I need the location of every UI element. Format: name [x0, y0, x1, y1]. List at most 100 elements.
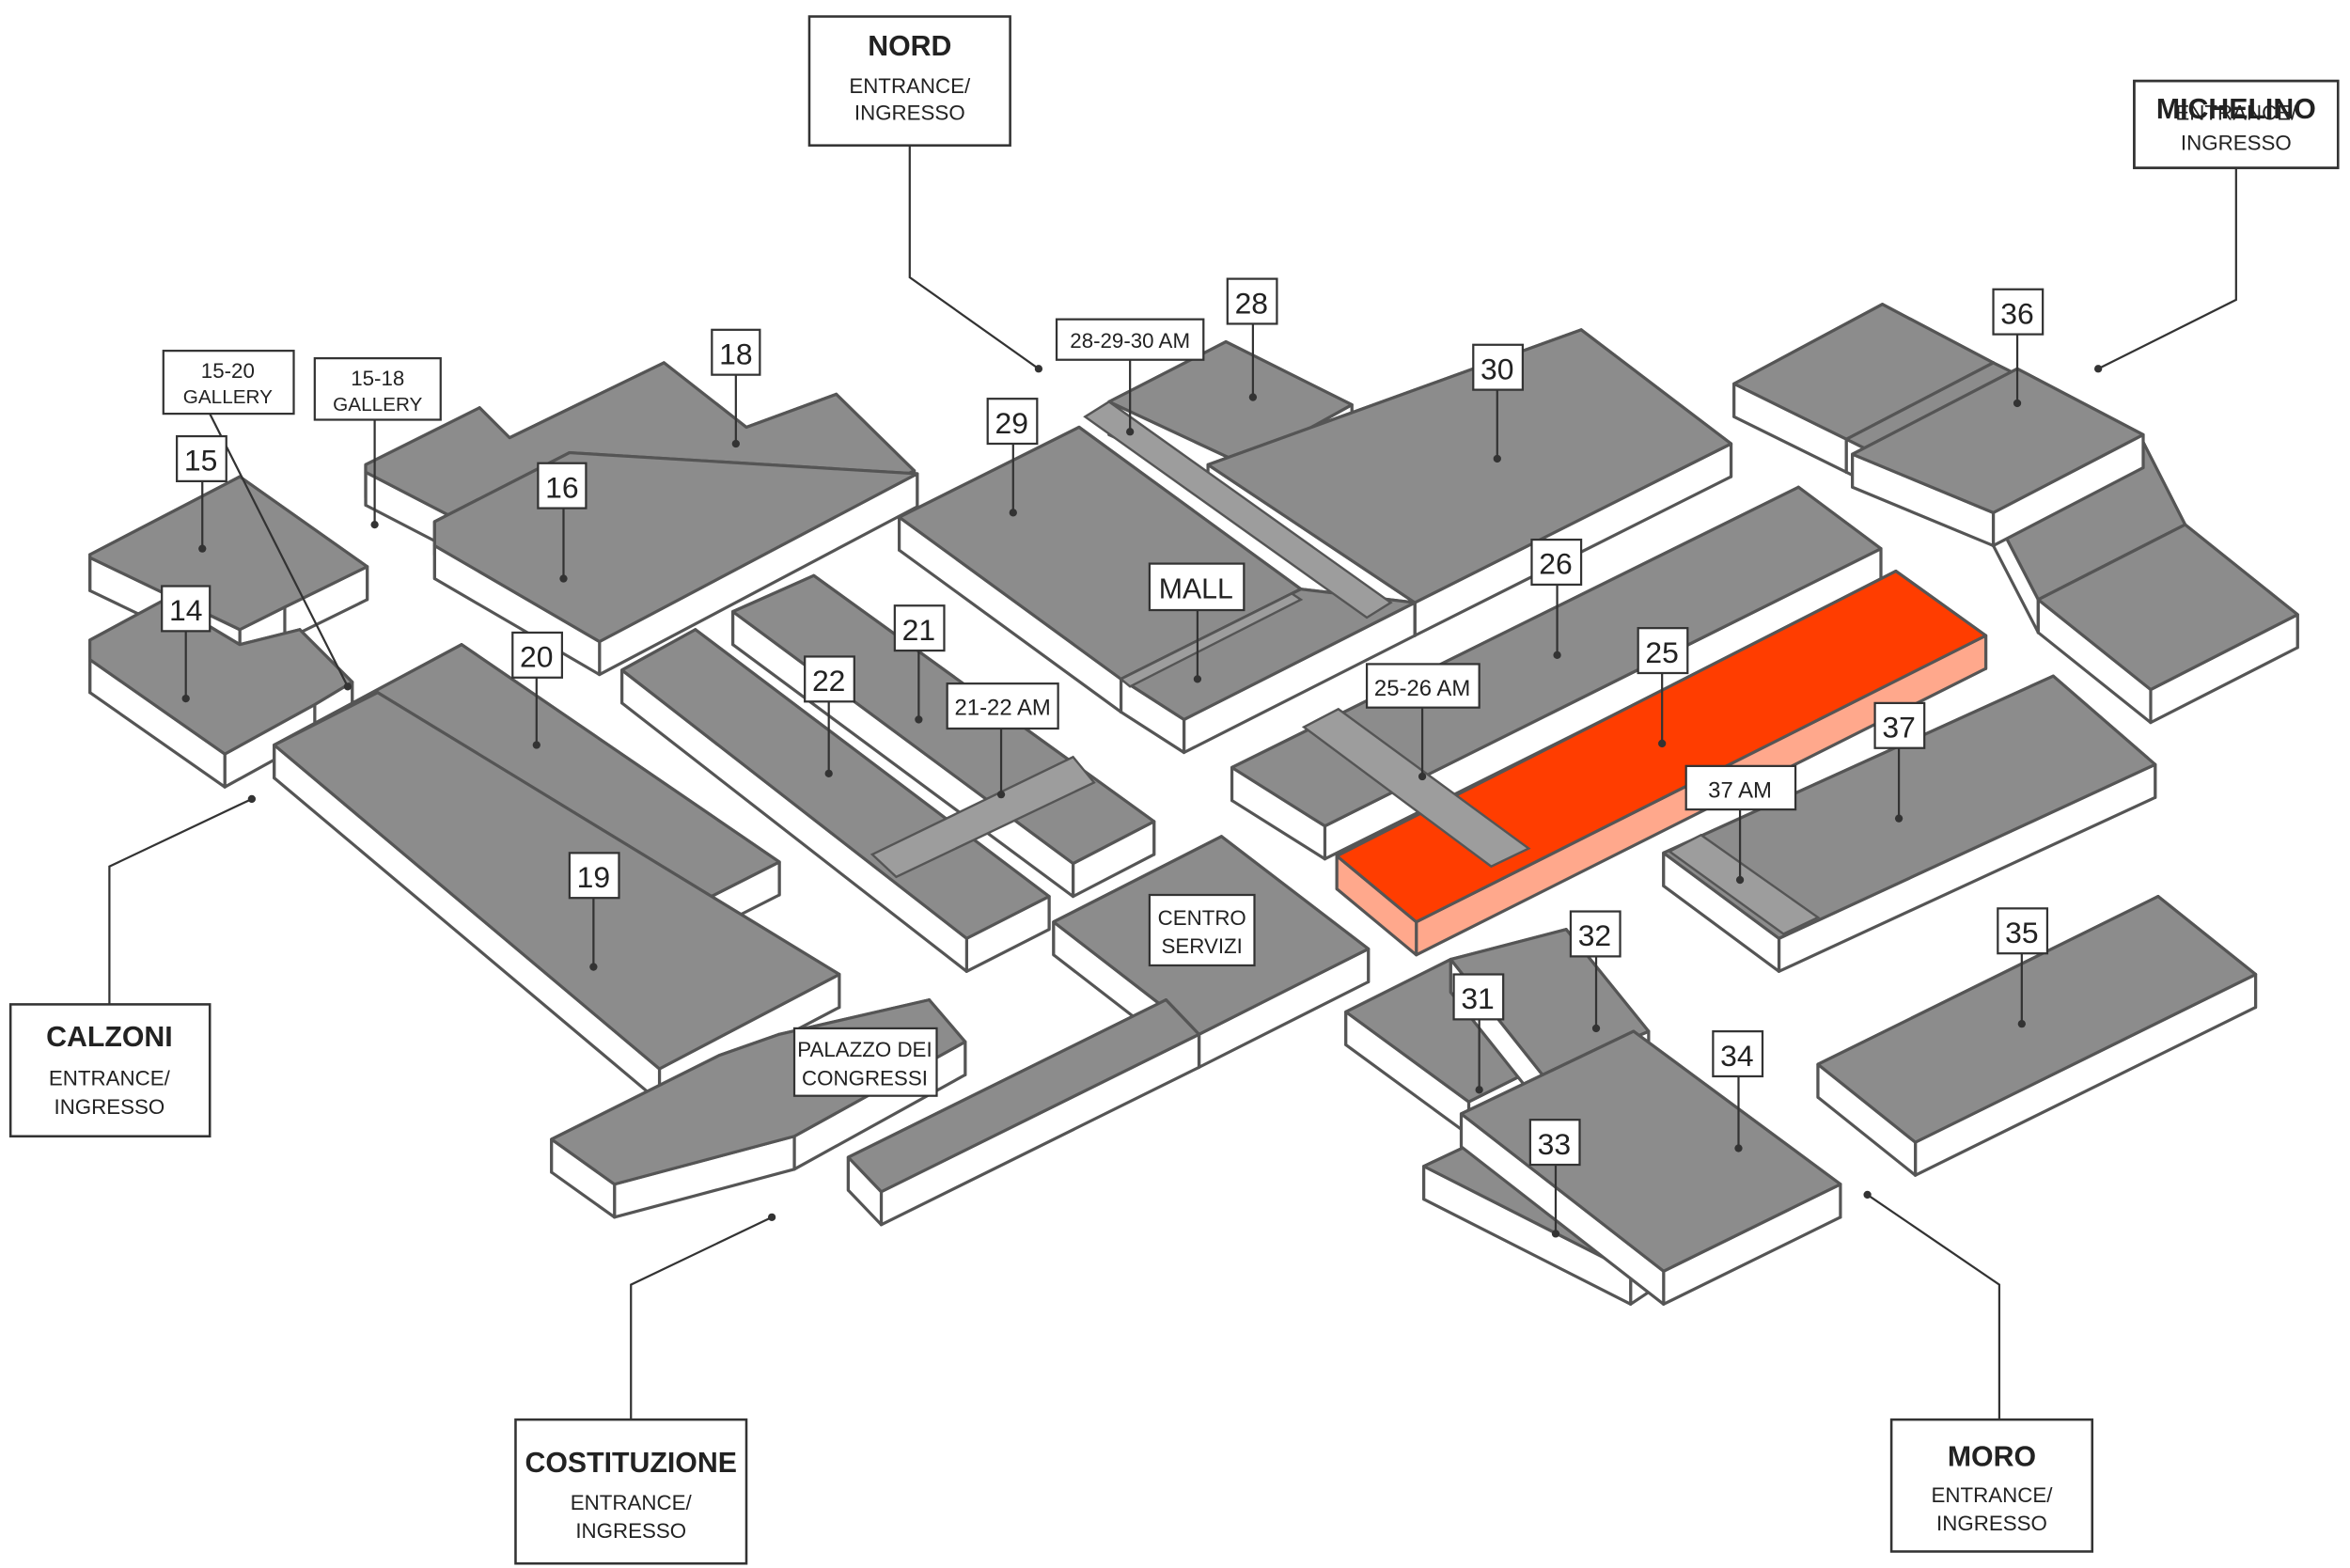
pavilion-36-number: 36 [2000, 296, 2033, 330]
entrance-nord-line1: ENTRANCE/ [849, 74, 971, 98]
p14-dot [181, 694, 190, 703]
pavilion-20-number: 20 [520, 640, 553, 674]
walkway-28-29-30[interactable] [1083, 400, 1393, 619]
nord-leader-line [908, 145, 1040, 370]
block-29[interactable] [898, 425, 1303, 714]
pavilion-34-number: 34 [1720, 1039, 1753, 1073]
am21-22-dot [996, 791, 1006, 799]
p32-dot [1591, 1024, 1601, 1033]
block-palazzo-walk[interactable] [846, 998, 1201, 1227]
block-36-rear[interactable] [1851, 367, 2145, 548]
am28-29-30-dot [1126, 428, 1135, 436]
gallery-15-18-label[interactable]: 15-18 GALLERY [313, 357, 442, 421]
walkway-25-26[interactable] [1301, 707, 1531, 869]
palazzo-congressi-label[interactable]: PALAZZO DEI CONGRESSI [792, 1027, 938, 1097]
block-palazzo-walk-roof [846, 998, 1201, 1194]
pavilion-20-label[interactable]: 20 [511, 631, 564, 679]
pavilion-33-label[interactable]: 33 [1528, 1119, 1581, 1167]
gallery-15-20-line2: GALLERY [183, 386, 273, 408]
entrance-moro-name: MORO [1948, 1442, 2036, 1473]
pavilion-18-number: 18 [719, 337, 752, 370]
p22-dot [824, 769, 833, 777]
pavilion-25-label[interactable]: 25 [1637, 627, 1689, 675]
pavilion-19-number: 19 [577, 860, 610, 894]
block-30-roof [1206, 328, 1733, 604]
pavilion-28-number: 28 [1235, 286, 1268, 320]
am-28-29-30-text: 28-29-30 AM [1070, 329, 1190, 353]
block-36-front[interactable] [2036, 523, 2299, 725]
entrance-michelino[interactable]: MICHELINO [2133, 79, 2340, 169]
pavilion-36-label[interactable]: 36 [1992, 288, 2044, 336]
pavilion-25-number: 25 [1645, 635, 1678, 669]
pavilion-21-number: 21 [902, 613, 935, 647]
pavilion-30-number: 30 [1480, 352, 1513, 385]
p37-dot [1894, 814, 1904, 823]
pavilion-34-label[interactable]: 34 [1712, 1030, 1764, 1078]
pavilion-29-label[interactable]: 29 [986, 398, 1039, 446]
pavilion-26-label[interactable]: 26 [1530, 538, 1583, 587]
pavilion-32-label[interactable]: 32 [1569, 910, 1622, 958]
block-22-roof [620, 628, 1051, 940]
entrance-nord-name: NORD [868, 31, 951, 62]
pavilion-31-number: 31 [1461, 981, 1494, 1015]
pavilion-31-label[interactable]: 31 [1452, 973, 1505, 1021]
gallery-15-20-label[interactable]: 15-20 GALLERY [162, 350, 295, 416]
p19-dot [589, 963, 598, 971]
michelino-dot [2093, 365, 2103, 373]
pavilion-14-label[interactable]: 14 [161, 585, 212, 633]
am37-dot [1735, 875, 1745, 885]
am-21-22-label[interactable]: 21-22 AM [946, 682, 1059, 730]
entrance-michelino-sub [2133, 79, 2340, 169]
block-22[interactable] [620, 628, 1051, 973]
am-25-26-label[interactable]: 25-26 AM [1365, 663, 1480, 709]
p35-dot [2017, 1019, 2026, 1028]
mall-label[interactable]: MALL [1148, 562, 1246, 612]
pavilion-19-label[interactable]: 19 [568, 852, 620, 900]
pavilion-30-label[interactable]: 30 [1472, 343, 1525, 391]
block-37[interactable] [1662, 674, 2157, 973]
walkway-37[interactable] [1667, 833, 1821, 935]
pavilion-35-label[interactable]: 35 [1997, 907, 2049, 955]
pavilion-32-number: 32 [1578, 918, 1611, 952]
walkway-mall[interactable] [1119, 592, 1304, 688]
p26-dot [1553, 651, 1561, 660]
pavilion-labels: 18 16 15 14 20 19 22 21 29 28 30 36 26 2… [161, 277, 2049, 1167]
am-28-29-30-label[interactable]: 28-29-30 AM [1055, 318, 1205, 361]
entrance-calzoni[interactable]: CALZONI ENTRANCE/ INGRESSO [8, 1003, 212, 1138]
moro-leader-line [1866, 1194, 2001, 1420]
walkway-21-22[interactable] [870, 755, 1096, 879]
am-37-label[interactable]: 37 AM [1684, 764, 1797, 811]
block-36-front-roof [2036, 523, 2299, 692]
pavilion-35-number: 35 [2005, 916, 2038, 949]
pavilion-22-label[interactable]: 22 [804, 655, 855, 703]
p25-dot [1658, 739, 1667, 748]
pavilion-21-label[interactable]: 21 [893, 604, 946, 652]
pavilion-22-number: 22 [812, 664, 845, 698]
pavilion-33-number: 33 [1538, 1127, 1571, 1161]
gallery-15-20-line1: 15-20 [201, 359, 255, 383]
p20-dot [532, 741, 540, 749]
mall-text: MALL [1159, 573, 1233, 604]
centro-servizi-line2: SERVIZI [1162, 934, 1243, 958]
entrance-calzoni-line1: ENTRANCE/ [49, 1067, 171, 1090]
entrance-nord[interactable]: NORD ENTRANCE/ INGRESSO [807, 15, 1011, 147]
pavilion-28-label[interactable]: 28 [1226, 277, 1278, 325]
p33-dot [1551, 1230, 1560, 1238]
pavilion-16-label[interactable]: 16 [537, 462, 588, 510]
entrance-moro[interactable]: MORO ENTRANCE/ INGRESSO [1889, 1418, 2094, 1553]
gallery-15-18-line1: 15-18 [351, 367, 404, 390]
pavilion-26-number: 26 [1539, 547, 1572, 581]
centro-servizi-label[interactable]: CENTRO SERVIZI [1148, 893, 1256, 967]
pavilion-18-label[interactable]: 18 [711, 328, 761, 376]
block-32-roof [1449, 928, 1651, 1078]
entrance-costituzione[interactable]: COSTITUZIONE ENTRANCE/ INGRESSO [514, 1418, 748, 1565]
mall-dot [1193, 675, 1202, 683]
block-34[interactable] [1459, 1029, 1842, 1306]
palazzo-congressi-line2: CONGRESSI [802, 1067, 928, 1090]
leader-lines [108, 145, 2237, 1420]
nord-dot [1034, 365, 1043, 373]
pavilion-37-label[interactable]: 37 [1873, 701, 1926, 749]
pavilion-15-label[interactable]: 15 [176, 434, 227, 482]
p16-dot [559, 574, 568, 583]
p15-dot [198, 544, 207, 553]
